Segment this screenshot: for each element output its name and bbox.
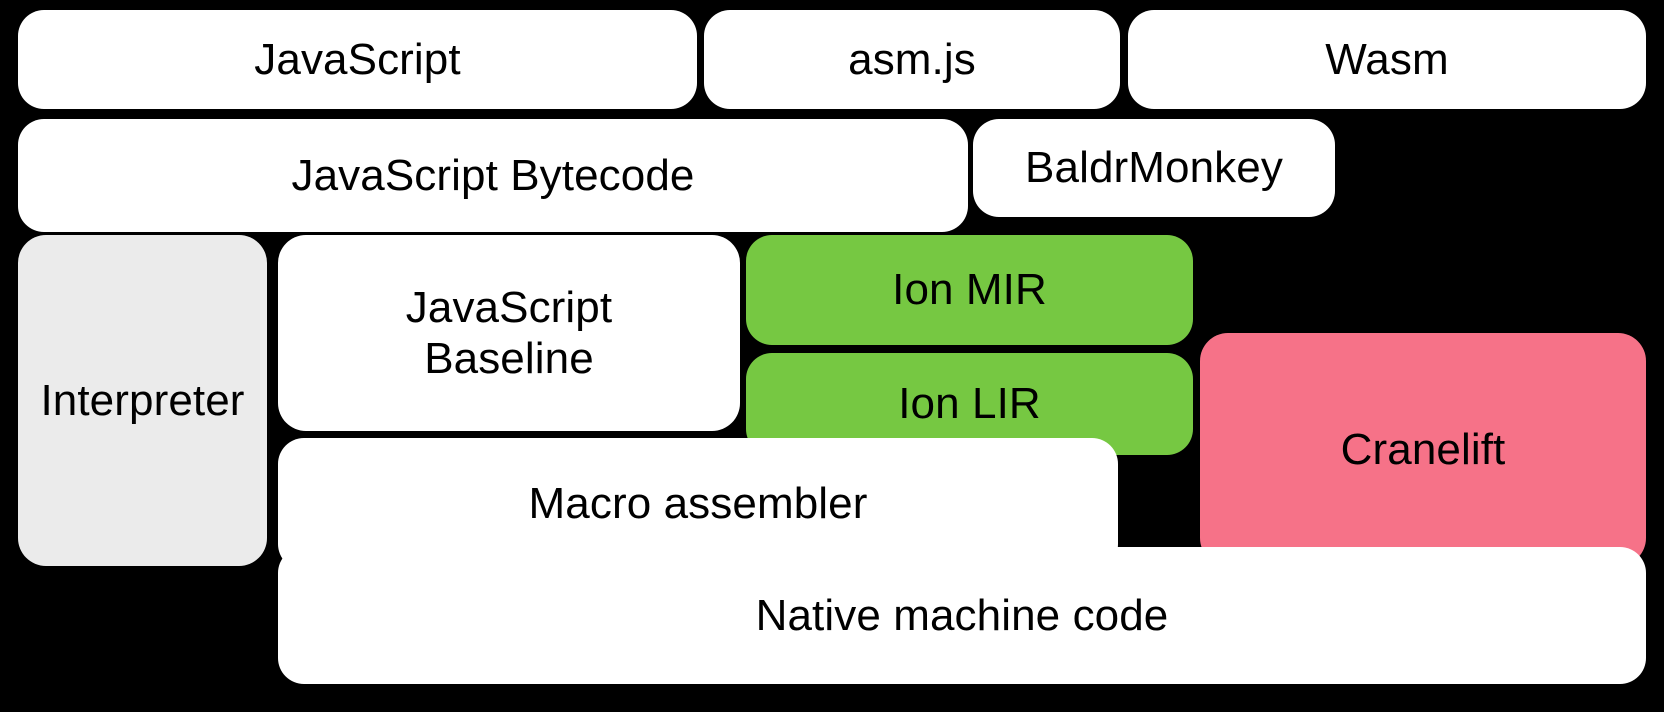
node-native-machine-code[interactable]: Native machine code — [278, 547, 1646, 684]
node-javascript-bytecode[interactable]: JavaScript Bytecode — [18, 119, 968, 232]
node-asmjs[interactable]: asm.js — [704, 10, 1120, 109]
node-javascript[interactable]: JavaScript — [18, 10, 697, 109]
node-wasm[interactable]: Wasm — [1128, 10, 1646, 109]
node-interpreter[interactable]: Interpreter — [18, 235, 267, 566]
node-baldrmonkey[interactable]: BaldrMonkey — [973, 119, 1335, 217]
node-ion-mir[interactable]: Ion MIR — [746, 235, 1193, 345]
node-javascript-baseline[interactable]: JavaScript Baseline — [278, 235, 740, 431]
node-cranelift[interactable]: Cranelift — [1200, 333, 1646, 566]
